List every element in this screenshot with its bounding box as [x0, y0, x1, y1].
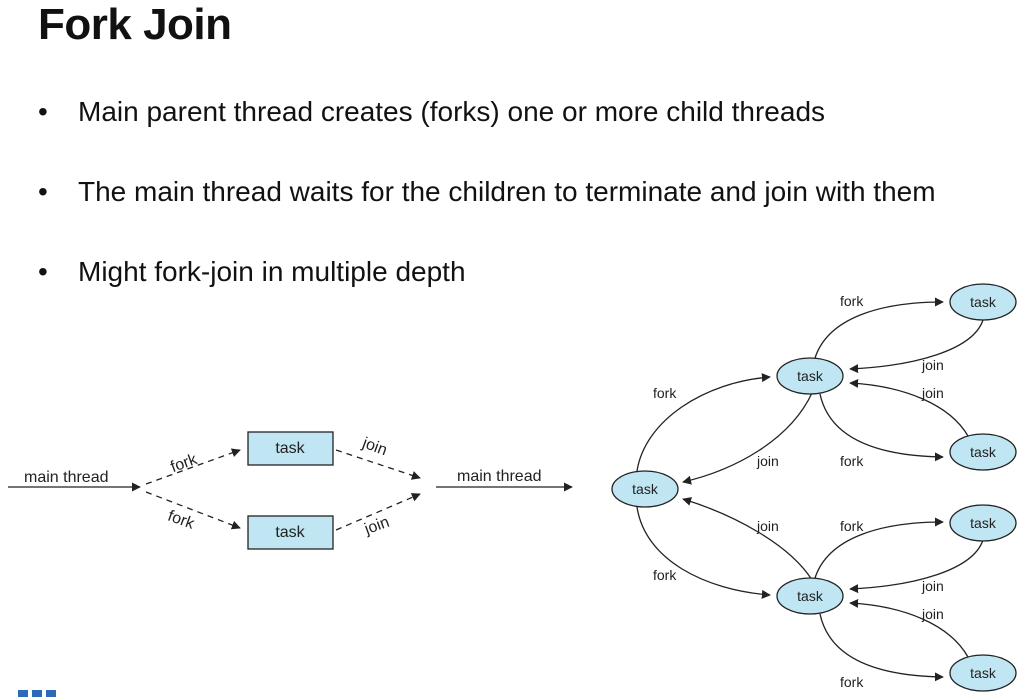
- edge-label-fork: fork: [653, 567, 677, 583]
- main-thread-in-label: main thread: [24, 469, 109, 486]
- fork-label-lower: fork: [165, 508, 197, 533]
- task-node-leaf-4: [949, 654, 1017, 692]
- task-node-leaf-1: [949, 283, 1017, 321]
- task-box-lower-label: task: [275, 524, 305, 541]
- edge-label-join: join: [756, 518, 779, 534]
- bullet-dot: •: [38, 96, 48, 127]
- multi-depth-nodes: task task task task task task task: [611, 283, 1017, 692]
- task-node-upper-label: task: [797, 368, 824, 384]
- fork-edge-upper-to-leaf-1: [814, 297, 944, 359]
- multi-depth-edge-labels: fork fork join join fork join join fork …: [653, 293, 944, 690]
- fork-edge-lower-to-leaf-3: [814, 517, 944, 579]
- fork-edge-lower-to-leaf-4: [819, 613, 944, 682]
- edge-label-fork: fork: [840, 453, 864, 469]
- task-node-leaf-3-label: task: [970, 515, 997, 531]
- multi-depth-fork-join-diagram: [636, 297, 984, 682]
- join-edge-lower-to-root: [682, 497, 813, 581]
- join-edge-leaf-3-to-lower: [849, 539, 984, 594]
- task-box-upper: [247, 431, 334, 466]
- task-node-root: [611, 470, 679, 508]
- bullet-dot: •: [38, 256, 48, 287]
- fork-label-upper: fork: [168, 451, 200, 476]
- edge-label-join: join: [921, 578, 944, 594]
- fork-edge-root-to-upper: [636, 373, 771, 472]
- join-edge-leaf-1-to-upper: [849, 319, 984, 374]
- edge-label-fork: fork: [653, 385, 677, 401]
- bullet-text: Main parent thread creates (forks) one o…: [78, 96, 826, 127]
- edge-label-join: join: [921, 606, 944, 622]
- bullet-text: The main thread waits for the children t…: [78, 176, 936, 207]
- fork-arrow-lower: [145, 491, 241, 530]
- fork-edge-upper-to-leaf-2: [819, 393, 944, 462]
- task-node-leaf-1-label: task: [970, 294, 997, 310]
- task-node-lower: [776, 577, 844, 615]
- brand-logo-fragment: [18, 690, 64, 697]
- task-node-leaf-2: [949, 433, 1017, 471]
- task-node-lower-label: task: [797, 588, 824, 604]
- task-node-root-label: task: [632, 481, 659, 497]
- simple-fork-join-diagram: main thread fork fork task task join joi…: [8, 431, 573, 550]
- join-label-upper: join: [359, 434, 389, 459]
- fork-arrow-upper: [145, 448, 241, 485]
- join-edge-leaf-4-to-lower: [849, 598, 969, 658]
- join-edge-upper-to-root: [682, 392, 813, 485]
- task-node-leaf-4-label: task: [970, 665, 997, 681]
- task-node-leaf-3: [949, 504, 1017, 542]
- edge-label-fork: fork: [840, 674, 864, 690]
- edge-label-join: join: [756, 453, 779, 469]
- slide-title: Fork Join: [38, 0, 232, 49]
- bullet-text: Might fork-join in multiple depth: [78, 256, 466, 287]
- bullet-dot: •: [38, 176, 48, 207]
- task-node-upper: [776, 357, 844, 395]
- edge-label-join: join: [921, 357, 944, 373]
- join-arrow-upper: [335, 449, 421, 480]
- task-box-lower: [247, 515, 334, 550]
- fork-edge-root-to-lower: [636, 506, 771, 599]
- join-edge-leaf-2-to-upper: [849, 378, 969, 437]
- edge-label-fork: fork: [840, 518, 864, 534]
- join-label-lower: join: [362, 514, 392, 539]
- task-box-upper-label: task: [275, 440, 305, 457]
- task-node-leaf-2-label: task: [970, 444, 997, 460]
- edge-label-fork: fork: [840, 293, 864, 309]
- edge-label-join: join: [921, 385, 944, 401]
- join-arrow-lower: [335, 493, 421, 531]
- main-thread-out-label: main thread: [457, 468, 542, 485]
